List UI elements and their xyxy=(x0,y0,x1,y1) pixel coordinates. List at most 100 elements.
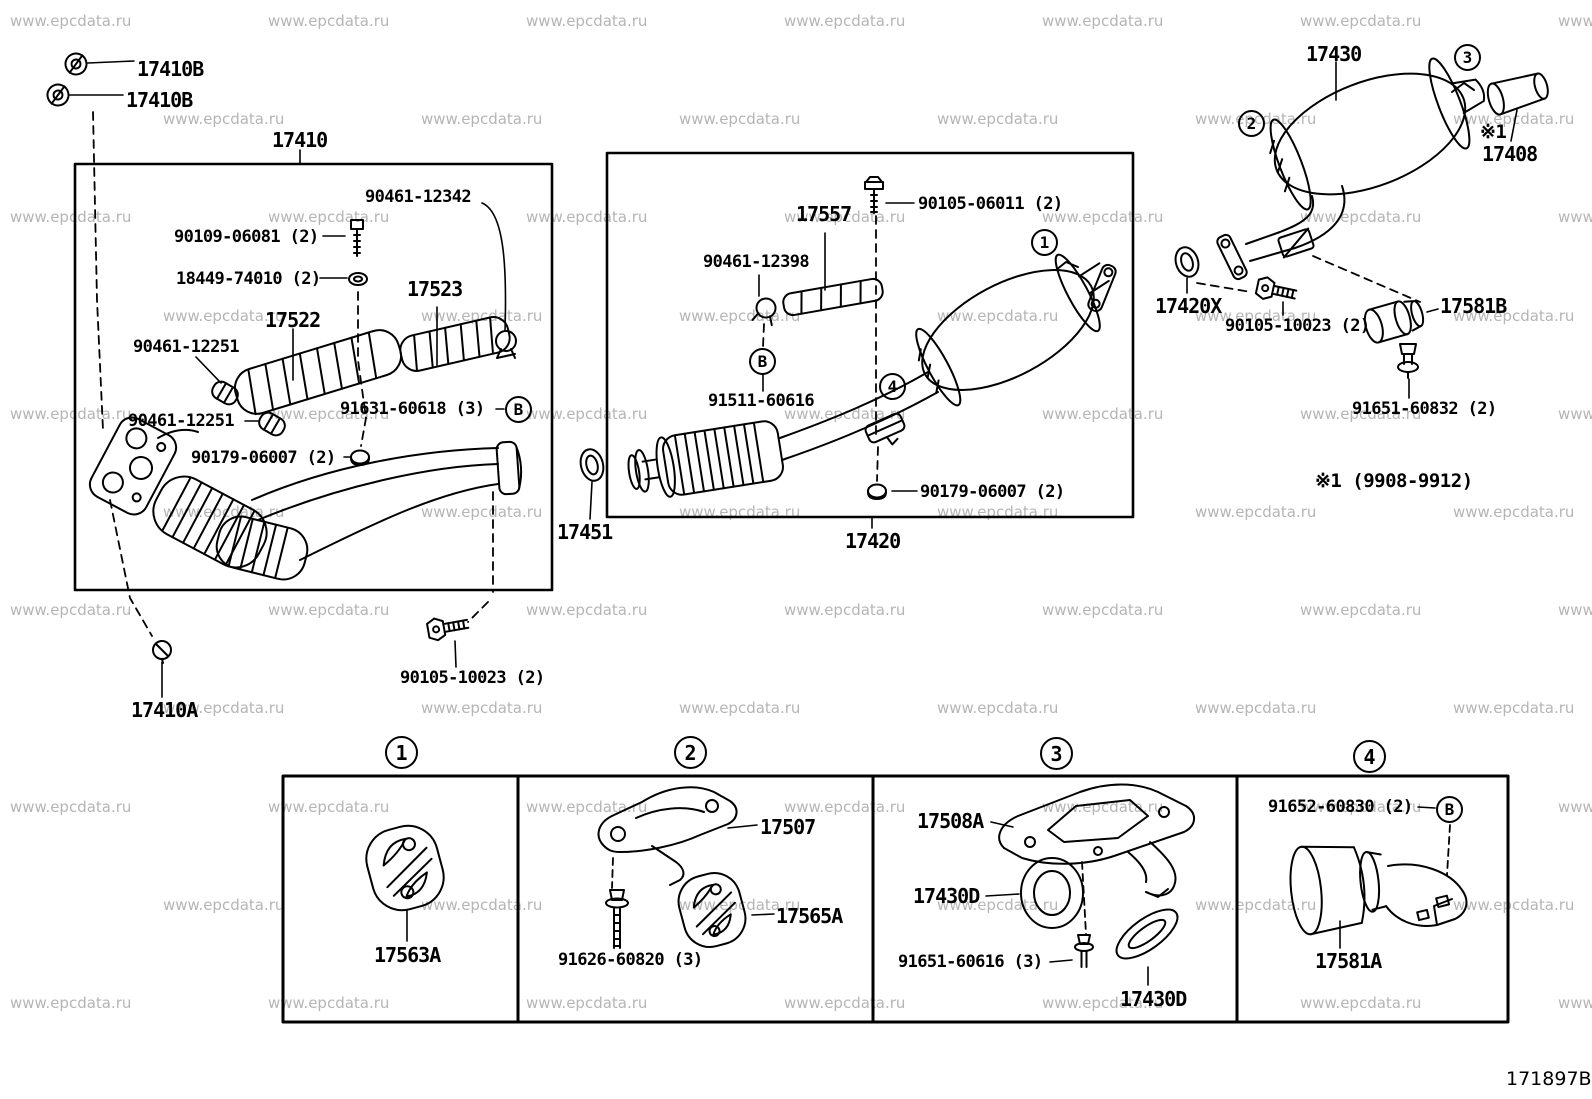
part-label-17430d-1: 17430D xyxy=(913,884,980,908)
part-label-90179-06007-b: 90179-06007 (2) xyxy=(920,482,1065,502)
watermark-text: www.epcdata.ru xyxy=(679,896,801,914)
watermark-text: www.epcdata.ru xyxy=(10,601,132,619)
part-label-91631-60618: 91631-60618 (3) xyxy=(340,399,485,419)
part-label-17430: 17430 xyxy=(1306,42,1362,66)
watermark-text: www.epcdata.ru xyxy=(526,601,648,619)
watermark-text: www.epcdata.ru xyxy=(937,307,1059,325)
part-label-90461-12251-b: 90461-12251 xyxy=(128,411,235,431)
part-label-91651-60616: 91651-60616 (3) xyxy=(898,952,1043,972)
watermark-text: www.epcdata.ru xyxy=(421,503,543,521)
table-header-3-icon: 3 xyxy=(1040,737,1073,770)
watermark-text: www.epcdata.ru xyxy=(679,699,801,717)
part-label-17430d-2: 17430D xyxy=(1120,987,1187,1011)
part-label-17565a: 17565A xyxy=(776,904,843,928)
part-label-90461-12251-a: 90461-12251 xyxy=(133,337,240,357)
watermark-text: www.epcdata.ru xyxy=(268,208,390,226)
callout-1-icon: 1 xyxy=(1031,229,1058,256)
watermark-text: www.epcdata.ru xyxy=(1558,208,1592,226)
watermark-text: www.epcdata.ru xyxy=(1453,307,1575,325)
front-pipe-box-outline xyxy=(73,162,554,592)
watermark-text: www.epcdata.ru xyxy=(1042,994,1164,1012)
part-label-17410a: 17410A xyxy=(131,698,198,722)
watermark-text: www.epcdata.ru xyxy=(1453,896,1575,914)
watermark-text: www.epcdata.ru xyxy=(526,405,648,423)
center-pipe-box-outline xyxy=(605,151,1135,519)
watermark-text: www.epcdata.ru xyxy=(1042,601,1164,619)
part-label-90105-06011: 90105-06011 (2) xyxy=(918,194,1063,214)
watermark-text: www.epcdata.ru xyxy=(784,601,906,619)
watermark-text: www.epcdata.ru xyxy=(1558,12,1592,30)
part-label-90109-06081: 90109-06081 (2) xyxy=(174,227,319,247)
callout-4-icon: 4 xyxy=(879,373,906,400)
part-label-17522: 17522 xyxy=(265,308,321,332)
watermark-text: www.epcdata.ru xyxy=(1300,798,1422,816)
watermark-text: www.epcdata.ru xyxy=(526,798,648,816)
watermark-text: www.epcdata.ru xyxy=(1300,208,1422,226)
watermark-text: www.epcdata.ru xyxy=(268,601,390,619)
part-label-90105-10023-right: 90105-10023 (2) xyxy=(1225,316,1370,336)
watermark-text: www.epcdata.ru xyxy=(937,110,1059,128)
watermark-text: www.epcdata.ru xyxy=(937,699,1059,717)
watermark-text: www.epcdata.ru xyxy=(784,12,906,30)
nut-17410b-icons xyxy=(46,52,135,107)
watermark-text: www.epcdata.ru xyxy=(1453,110,1575,128)
callout-3-icon: 3 xyxy=(1454,44,1481,71)
watermark-text: www.epcdata.ru xyxy=(1300,12,1422,30)
watermark-text: www.epcdata.ru xyxy=(1300,994,1422,1012)
watermark-text: www.epcdata.ru xyxy=(526,12,648,30)
watermark-text: www.epcdata.ru xyxy=(268,994,390,1012)
watermark-text: www.epcdata.ru xyxy=(10,208,132,226)
part-label-91511-60616: 91511-60616 xyxy=(708,391,815,411)
table-header-2-icon: 2 xyxy=(674,736,707,769)
part-label-17410: 17410 xyxy=(272,128,328,152)
watermark-text: www.epcdata.ru xyxy=(163,896,285,914)
watermark-text: www.epcdata.ru xyxy=(268,12,390,30)
center-muffler-assembly-art xyxy=(627,176,1117,529)
part-label-17563a: 17563A xyxy=(374,943,441,967)
watermark-text: www.epcdata.ru xyxy=(679,110,801,128)
part-label-91651-60832: 91651-60832 (2) xyxy=(1352,399,1497,419)
watermark-text: www.epcdata.ru xyxy=(163,307,285,325)
watermark-text: www.epcdata.ru xyxy=(1558,994,1592,1012)
part-label-17557: 17557 xyxy=(796,202,852,226)
hanger-table-art xyxy=(281,774,1510,1024)
watermark-text: www.epcdata.ru xyxy=(1453,699,1575,717)
watermark-text: www.epcdata.ru xyxy=(1558,601,1592,619)
watermark-text: www.epcdata.ru xyxy=(1195,699,1317,717)
part-label-90461-12342: 90461-12342 xyxy=(365,187,472,207)
part-label-17408: 17408 xyxy=(1482,142,1538,166)
callout-2-icon: 2 xyxy=(1238,110,1265,137)
watermark-text: www.epcdata.ru xyxy=(526,208,648,226)
watermark-text: www.epcdata.ru xyxy=(10,12,132,30)
note-production-period: ※1 (9908-9912) xyxy=(1315,470,1473,492)
ref-label-star1: ※1 xyxy=(1480,121,1507,143)
table-header-4-icon: 4 xyxy=(1353,740,1386,773)
part-label-18449-74010: 18449-74010 (2) xyxy=(176,269,321,289)
watermark-text: www.epcdata.ru xyxy=(784,405,906,423)
part-label-90105-10023-left: 90105-10023 (2) xyxy=(400,668,545,688)
part-label-17508a: 17508A xyxy=(917,809,984,833)
part-label-90461-12398: 90461-12398 xyxy=(703,252,810,272)
rear-muffler-assembly-art xyxy=(1174,57,1549,399)
part-label-17420: 17420 xyxy=(845,529,901,553)
part-label-17451: 17451 xyxy=(557,520,613,544)
watermark-text: www.epcdata.ru xyxy=(1300,601,1422,619)
watermark-text: www.epcdata.ru xyxy=(10,405,132,423)
watermark-text: www.epcdata.ru xyxy=(10,798,132,816)
watermark-text: www.epcdata.ru xyxy=(421,699,543,717)
watermark-text: www.epcdata.ru xyxy=(421,896,543,914)
watermark-text: www.epcdata.ru xyxy=(421,307,543,325)
part-label-90179-06007-a: 90179-06007 (2) xyxy=(191,448,336,468)
gasket-17451-art xyxy=(579,448,605,520)
part-label-91626-60820: 91626-60820 (3) xyxy=(558,950,703,970)
watermark-text: www.epcdata.ru xyxy=(784,994,906,1012)
watermark-text: www.epcdata.ru xyxy=(268,798,390,816)
table-header-1-icon: 1 xyxy=(385,736,418,769)
part-label-17581b: 17581B xyxy=(1440,294,1507,318)
watermark-text: www.epcdata.ru xyxy=(1558,405,1592,423)
part-label-17581a: 17581A xyxy=(1315,949,1382,973)
part-label-17410b-1: 17410B xyxy=(137,57,204,81)
watermark-text: www.epcdata.ru xyxy=(784,798,906,816)
